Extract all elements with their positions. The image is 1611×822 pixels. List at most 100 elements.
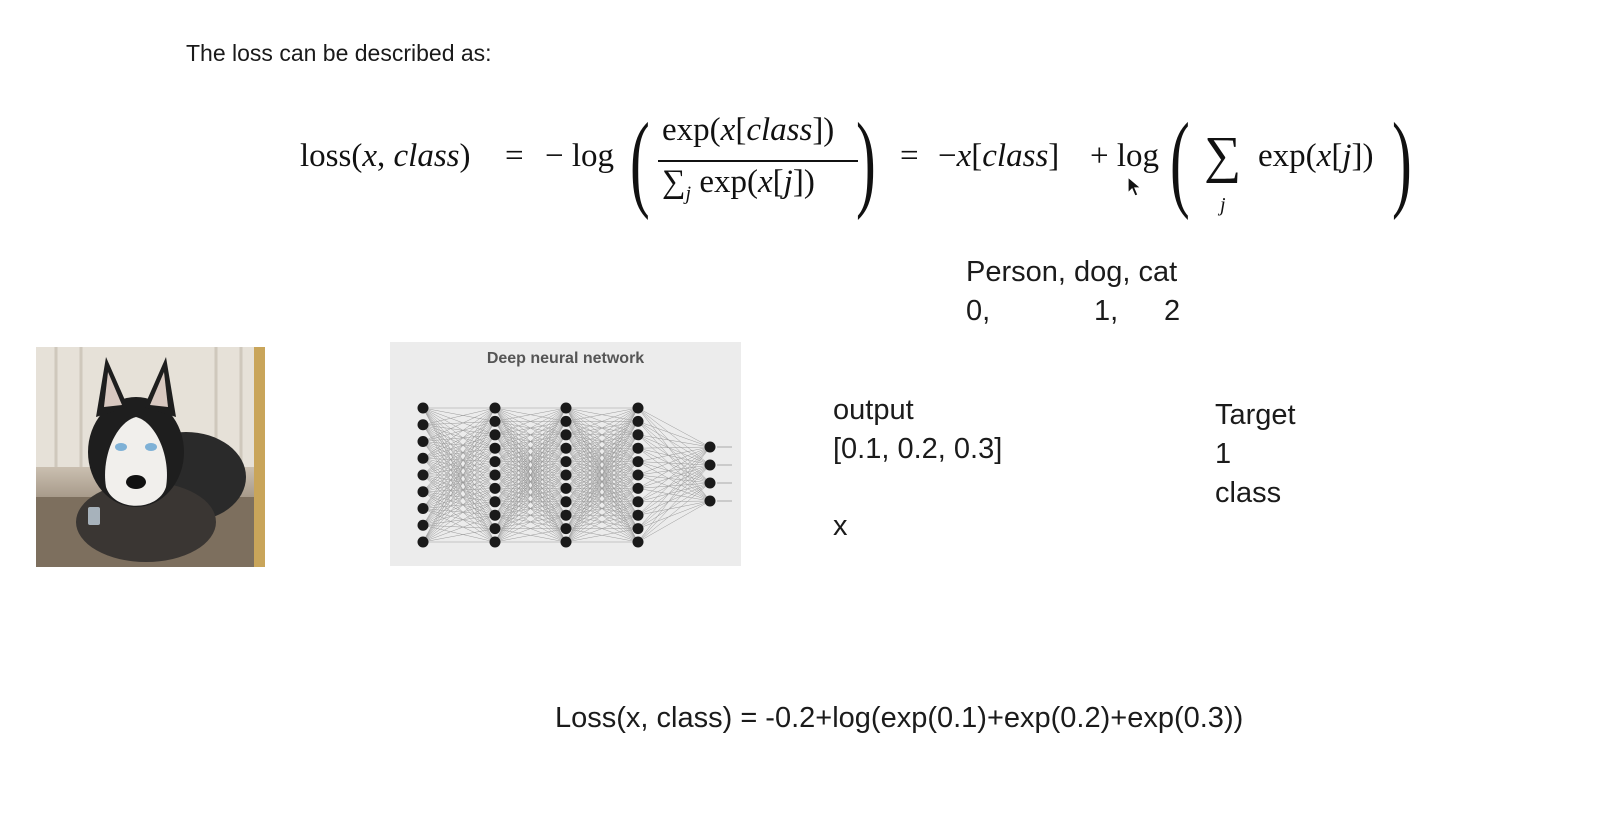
nn-node xyxy=(560,442,572,454)
nn-node xyxy=(489,536,501,548)
nn-edge xyxy=(494,407,567,422)
nn-node xyxy=(489,509,501,521)
nn-edge xyxy=(565,407,639,462)
nn-edge xyxy=(637,407,711,484)
nn-node xyxy=(560,469,572,481)
nn-edge xyxy=(422,488,496,543)
nn-edge xyxy=(494,514,567,543)
nn-edge xyxy=(637,446,711,543)
nn-edge xyxy=(422,488,496,526)
nn-node xyxy=(704,459,716,471)
nn-node xyxy=(560,456,572,468)
formula-sum-index: j xyxy=(1220,194,1226,216)
nn-edge xyxy=(422,434,496,509)
nn-edge xyxy=(637,474,711,484)
nn-edge xyxy=(422,461,496,526)
nn-node xyxy=(632,415,644,427)
nn-edge xyxy=(637,464,711,516)
nn-edge xyxy=(422,407,496,543)
nn-edge xyxy=(422,434,496,543)
nn-edge xyxy=(422,514,496,543)
nn-edge xyxy=(422,514,496,526)
nn-edge xyxy=(422,528,496,543)
nn-edge xyxy=(565,407,639,529)
nn-edge xyxy=(637,482,711,529)
nn-node xyxy=(417,519,429,531)
nn-edge xyxy=(422,407,496,492)
nn-edge xyxy=(494,407,567,449)
nn-edge xyxy=(422,407,496,509)
nn-node xyxy=(632,456,644,468)
formula-numerator: exp(x[class]) xyxy=(662,112,835,148)
class-label: class xyxy=(1215,477,1282,509)
nn-node xyxy=(417,452,429,464)
nn-edge xyxy=(637,446,711,502)
formula-x: x xyxy=(362,138,378,174)
nn-edge xyxy=(565,528,639,543)
nn-edge xyxy=(422,407,496,436)
nn-edge xyxy=(422,407,496,476)
nn-node xyxy=(632,536,644,548)
nn-edge xyxy=(637,464,711,543)
nn-edge xyxy=(637,482,711,489)
nn-edge xyxy=(422,501,496,543)
nn-edge xyxy=(422,491,496,503)
nn-edge xyxy=(494,461,567,543)
nn-edge xyxy=(422,525,496,543)
nn-node xyxy=(632,429,644,441)
nn-node xyxy=(417,469,429,481)
nn-edge xyxy=(494,501,567,543)
nn-edge xyxy=(422,421,496,509)
nn-node xyxy=(489,402,501,414)
nn-edge xyxy=(565,474,639,543)
nn-edge xyxy=(637,464,711,529)
nn-node xyxy=(632,509,644,521)
class-index-2: 2 xyxy=(1164,295,1181,327)
nn-node xyxy=(560,523,572,535)
nn-edge xyxy=(494,407,567,462)
nn-node xyxy=(632,469,644,481)
nn-edge xyxy=(422,474,496,543)
nn-edge xyxy=(494,407,567,543)
nn-edge xyxy=(637,446,711,462)
formula-class: class xyxy=(393,138,460,174)
nn-edge xyxy=(422,461,496,492)
nn-edge xyxy=(637,482,711,516)
nn-edge xyxy=(565,407,639,516)
nn-node xyxy=(489,442,501,454)
nn-edge xyxy=(422,407,496,459)
nn-edge xyxy=(494,474,567,543)
class-index-1: 1, xyxy=(1094,295,1119,327)
nn-edge xyxy=(565,514,639,543)
formula-left-paren-big: ( xyxy=(630,102,650,221)
formula-right-paren-big-2: ) xyxy=(1392,102,1412,221)
nn-edge xyxy=(637,434,711,484)
output-label: output xyxy=(833,394,914,426)
formula-loss-fn: loss xyxy=(300,138,352,174)
nn-edge xyxy=(422,491,496,529)
nn-edge xyxy=(422,407,496,442)
formula-equals-1: = xyxy=(505,138,524,174)
nn-edge xyxy=(422,434,496,526)
nn-edge xyxy=(637,446,711,476)
nn-node xyxy=(417,486,429,498)
nn-edge xyxy=(422,508,496,516)
nn-edge xyxy=(422,508,496,543)
formula-equals-2: = xyxy=(900,138,919,174)
output-value: [0.1, 0.2, 0.3] xyxy=(833,433,1003,465)
nn-edge xyxy=(637,464,711,489)
nn-node xyxy=(560,482,572,494)
nn-node xyxy=(632,482,644,494)
nn-edge xyxy=(422,421,496,526)
nn-edge xyxy=(494,488,567,543)
nn-edge xyxy=(422,448,496,526)
nn-edge xyxy=(422,461,496,509)
nn-edge xyxy=(565,407,639,489)
nn-edge xyxy=(565,488,639,543)
nn-edge xyxy=(637,482,711,543)
nn-node xyxy=(632,442,644,454)
nn-edge xyxy=(565,434,639,543)
nn-figure-title: Deep neural network xyxy=(486,350,645,367)
nn-node xyxy=(417,436,429,447)
intro-text: The loss can be described as: xyxy=(186,40,492,66)
